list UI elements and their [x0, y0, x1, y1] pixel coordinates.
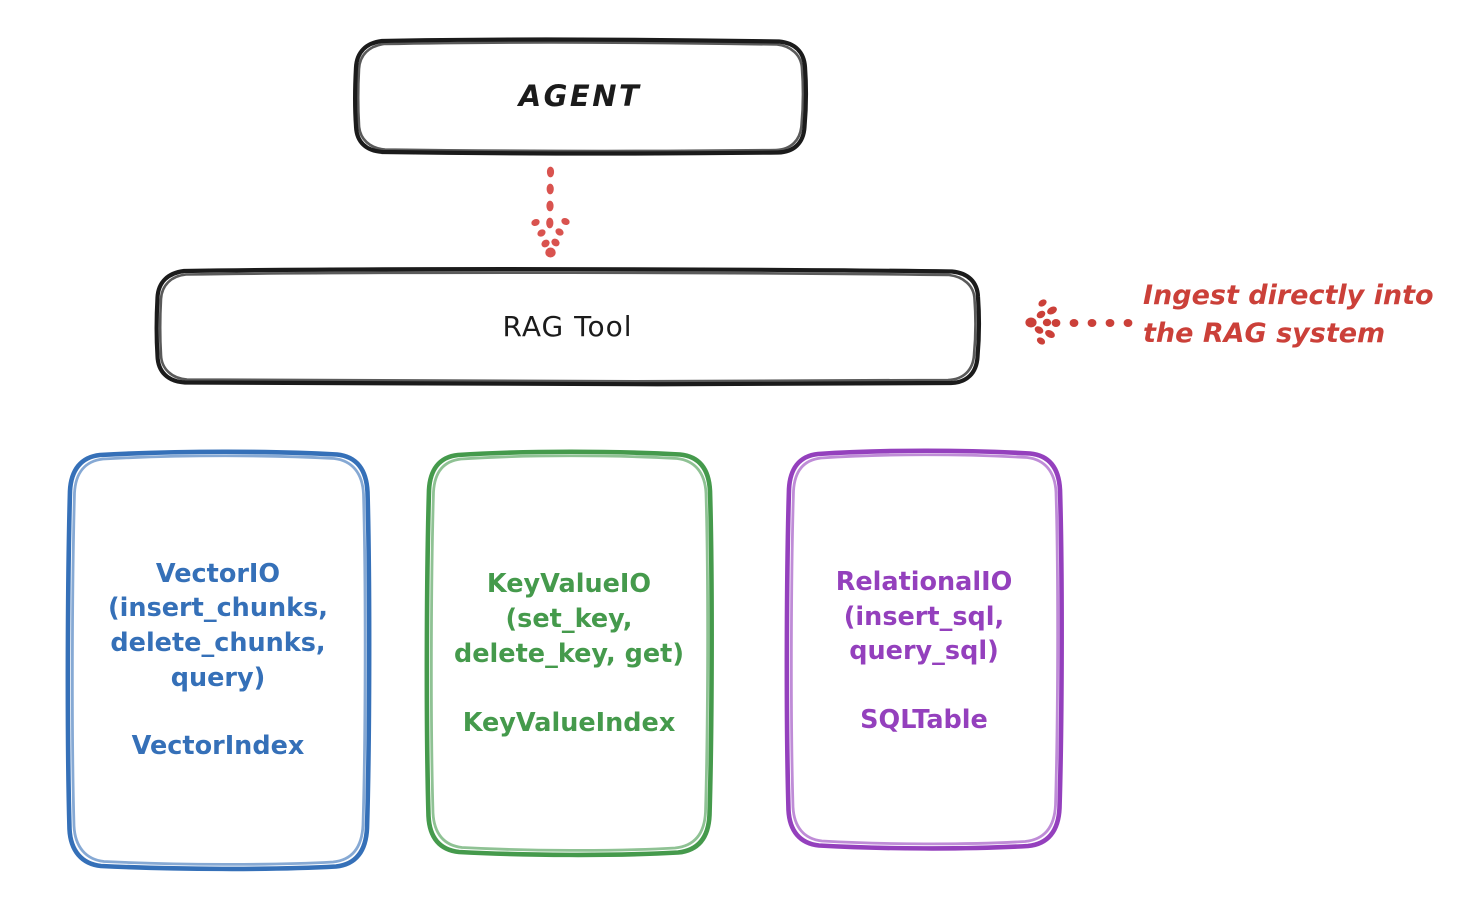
node-key-value-io[interactable]: KeyValueIO (set_key, delete_key, get) Ke… [428, 450, 710, 855]
agent-box-outline [353, 37, 808, 156]
node-agent-label: AGENT [518, 79, 642, 114]
node-vector-io-sublabel: VectorIndex [131, 731, 305, 762]
ingest-annotation-arrow [1025, 299, 1133, 345]
relationalio-box-outline [784, 448, 1064, 851]
node-rag-tool-label: RAG Tool [502, 309, 633, 343]
agent-to-rag-tool-arrow [531, 166, 570, 258]
node-vector-io-label: VectorIO (insert_chunks, delete_chunks, … [108, 558, 328, 693]
vectorio-box-outline [65, 449, 372, 872]
node-vector-io[interactable]: VectorIO (insert_chunks, delete_chunks, … [68, 450, 368, 868]
ingest-annotation-text: Ingest directly into the RAG system [1143, 280, 1434, 350]
keyvalueio-box-outline [424, 449, 714, 858]
node-key-value-io-label: KeyValueIO (set_key, delete_key, get) [454, 569, 684, 669]
node-relational-io-sublabel: SQLTable [860, 705, 988, 735]
node-key-value-io-sublabel: KeyValueIndex [462, 707, 676, 738]
node-relational-io[interactable]: RelationalIO (insert_sql, query_sql) SQL… [788, 450, 1060, 850]
node-agent[interactable]: AGENT [355, 40, 805, 153]
node-rag-tool[interactable]: RAG Tool [157, 270, 978, 383]
rag-tool-box-outline [154, 267, 981, 387]
node-relational-io-label: RelationalIO (insert_sql, query_sql) [835, 566, 1013, 667]
